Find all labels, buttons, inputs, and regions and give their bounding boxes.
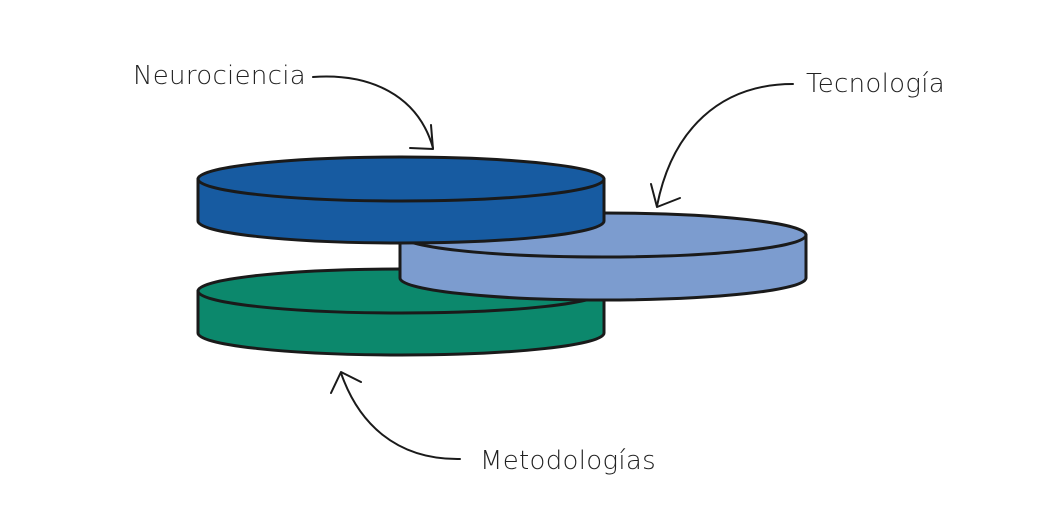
label-tecnologia: Tecnología	[806, 69, 945, 99]
tecnologia-arrow	[650, 83, 794, 208]
metodologias-arrow	[330, 371, 461, 461]
neurociencia-arrow-line	[312, 75, 434, 149]
tecnologia-arrowhead-icon	[650, 183, 681, 208]
label-metodologias: Metodologías	[480, 446, 656, 476]
metodologias-arrow-line	[340, 372, 461, 461]
neurociencia-disk-top	[196, 155, 606, 203]
neurociencia-arrowhead-icon	[409, 124, 434, 150]
neurociencia-disk	[196, 155, 606, 245]
label-neurociencia: Neurociencia	[133, 61, 306, 91]
metodologias-arrowhead-icon	[330, 371, 362, 394]
neurociencia-arrow	[312, 75, 434, 150]
tecnologia-arrow-line	[656, 83, 794, 207]
